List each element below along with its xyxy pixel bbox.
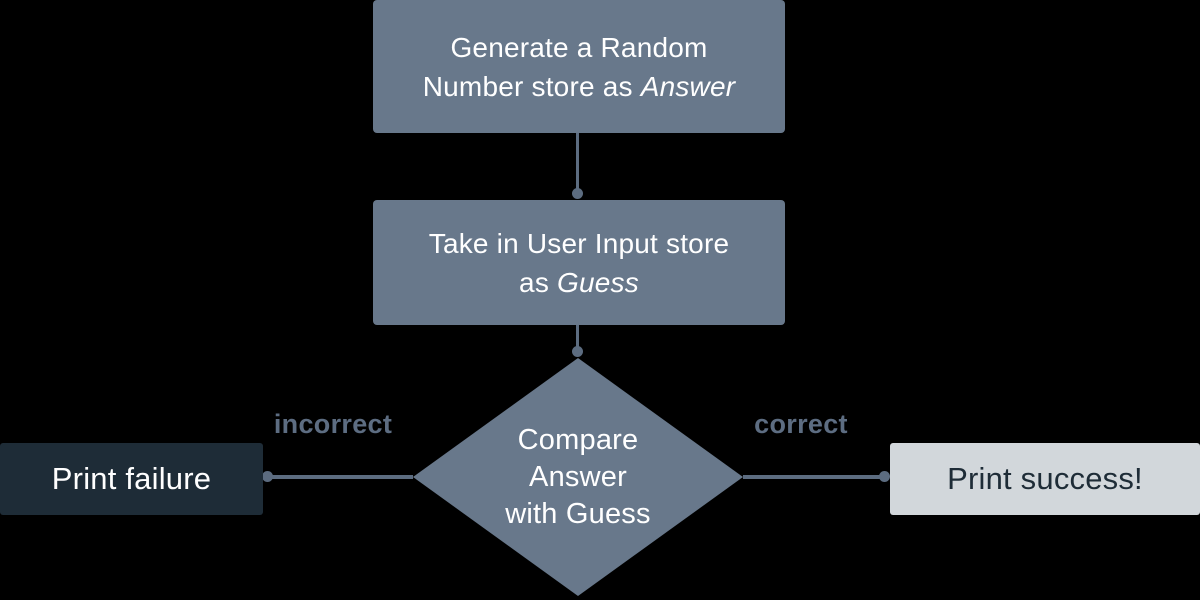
node-text-line: Answer [529, 459, 627, 496]
node-text-line: Generate a Random [450, 28, 707, 67]
node-text: Compare [517, 423, 639, 456]
node-text: with Guess [505, 497, 651, 530]
node-text: Take in User Input store [428, 227, 730, 259]
node-generate-random: Generate a Random Number store as Answer [373, 0, 785, 133]
node-text-line: Compare [518, 422, 639, 459]
node-text: as [519, 266, 557, 298]
connector-endpoint-dot [572, 346, 583, 357]
node-text: Print failure [51, 461, 212, 496]
node-text-variable-guess: Guess [557, 266, 639, 298]
connector-input-to-compare [576, 325, 579, 352]
connector-generate-to-input [576, 133, 579, 193]
node-print-success: Print success! [890, 443, 1200, 515]
node-text-line: Take in User Input store [429, 224, 730, 263]
node-text: Answer [529, 460, 627, 493]
edge-label-correct: correct [754, 409, 848, 439]
node-text-line: Number store as Answer [423, 67, 736, 106]
node-text-line: with Guess [505, 496, 650, 533]
node-compare-decision: Compare Answer with Guess [413, 358, 743, 596]
connector-compare-to-success [743, 475, 886, 479]
connector-endpoint-dot [262, 471, 273, 482]
node-text-line: as Guess [519, 263, 639, 302]
connector-endpoint-dot [572, 188, 583, 199]
connector-compare-to-failure [266, 475, 413, 479]
connector-endpoint-dot [879, 471, 890, 482]
edge-label-incorrect: incorrect [273, 409, 393, 439]
node-text: Generate a Random [450, 31, 708, 63]
node-text-variable-answer: Answer [640, 70, 736, 102]
node-text: Print success! [947, 461, 1143, 496]
node-text: Number store as [422, 70, 641, 102]
node-print-failure: Print failure [0, 443, 263, 515]
node-take-user-input: Take in User Input store as Guess [373, 200, 785, 325]
